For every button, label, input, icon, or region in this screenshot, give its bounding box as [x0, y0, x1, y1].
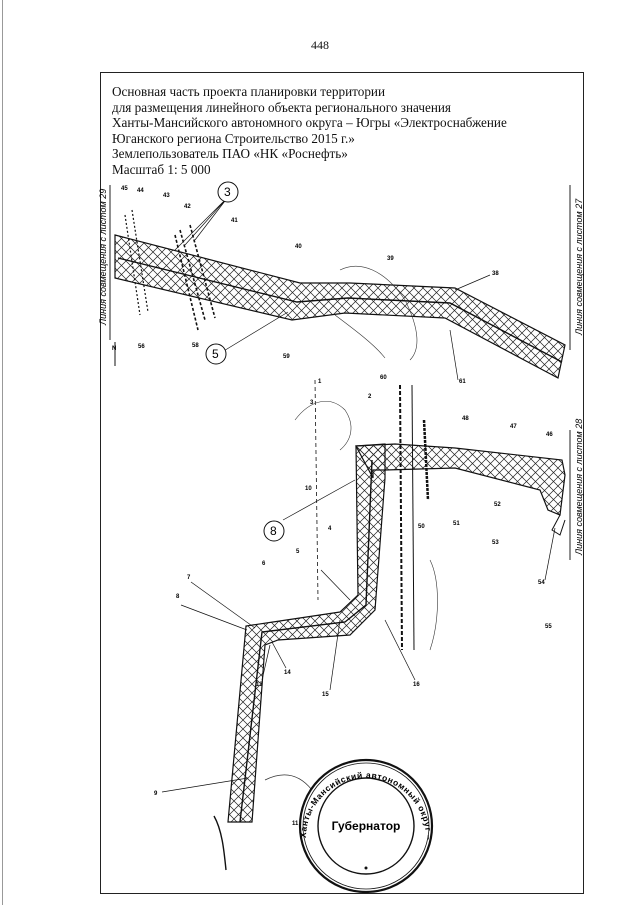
title-line-1: Основная часть проекта планировки террит…	[112, 84, 386, 99]
upper-axis-line	[117, 257, 563, 363]
point-52: 52	[494, 502, 501, 508]
road-vertical-2	[411, 384, 415, 651]
title-line-5: Землепользователь ПАО «НК «Роснефть»	[112, 146, 348, 162]
point-1: 1	[318, 379, 322, 385]
point-7: 7	[187, 575, 191, 581]
point-39: 39	[387, 256, 394, 262]
match-label-29: Линия совмещения с листом 29	[98, 189, 108, 326]
point-40: 40	[295, 244, 302, 250]
callout-8: 8	[270, 524, 277, 538]
seal-center-text: Губернатор	[332, 819, 401, 833]
callout-circle-8	[263, 520, 285, 542]
corridor-end-wedge	[551, 514, 566, 536]
point-61: 61	[459, 379, 466, 385]
point-60: 60	[380, 375, 387, 381]
point-45: 45	[121, 186, 128, 192]
point-2: 2	[368, 394, 372, 400]
point-11: 11	[292, 821, 299, 827]
contour-2	[294, 401, 352, 451]
title-block: Основная часть проекта планировки террит…	[112, 84, 532, 178]
contour-60	[334, 314, 386, 359]
upper-corridor	[114, 234, 566, 379]
upper-left-bands	[124, 209, 149, 316]
title-line-4: Юганского региона Строительство 2015 г.»	[112, 130, 355, 146]
point-13: 13	[256, 682, 263, 688]
lower-corridor-left	[227, 443, 386, 823]
point-16: 16	[413, 682, 420, 688]
point-4: 4	[328, 526, 332, 532]
road-vertical-1	[399, 384, 403, 651]
seal-ring-text: Ханты-Мансийский автономный округ – Югра	[0, 0, 433, 840]
page-number: 448	[311, 38, 329, 52]
point-46: 46	[546, 432, 553, 438]
callout-5: 5	[212, 347, 219, 361]
point-51: 51	[453, 521, 460, 527]
point-53: 53	[492, 540, 499, 546]
point-38: 38	[492, 271, 499, 277]
point-43: 43	[163, 193, 170, 199]
point-48: 48	[462, 416, 469, 422]
point-58: 58	[192, 343, 199, 349]
point-54: 54	[538, 580, 545, 586]
point-9: 9	[154, 791, 158, 797]
point-3: 3	[310, 400, 314, 406]
point-55: 55	[545, 624, 552, 630]
leader-lines	[161, 196, 556, 793]
dashed-boundary	[314, 379, 319, 601]
callout-3: 3	[224, 185, 231, 199]
upper-hatched-bands	[174, 224, 216, 331]
bottom-curve	[213, 815, 227, 871]
lower-axis-line	[239, 459, 373, 823]
point-15: 15	[322, 692, 329, 698]
point-42: 42	[184, 204, 191, 210]
match-label-27: Линия совмещения с листом 27	[574, 198, 584, 336]
point-labels: 45 44 43 42 41 40 39 38 56 58 59 60 61 1…	[121, 186, 553, 838]
title-line-2: для размещения линейного объекта региона…	[112, 99, 451, 115]
road-hatched	[422, 419, 430, 501]
point-50: 50	[418, 524, 425, 530]
point-8: 8	[176, 594, 180, 600]
point-47: 47	[510, 424, 517, 430]
match-label-28: Линия совмещения с листом 28	[574, 419, 584, 556]
scan-edge	[2, 0, 3, 905]
point-44: 44	[137, 188, 144, 194]
callout-circle-5	[205, 343, 227, 365]
north-label: N	[112, 346, 116, 352]
point-5: 5	[296, 549, 300, 555]
contour-bottom	[264, 774, 313, 791]
contour-right	[429, 559, 438, 651]
callout-circle-3	[217, 181, 239, 203]
point-14: 14	[284, 670, 291, 676]
title-line-3: Ханты-Мансийского автономного округа – Ю…	[112, 115, 507, 131]
point-41: 41	[231, 218, 238, 224]
point-59: 59	[283, 354, 290, 360]
contour-39	[339, 266, 418, 361]
title-line-6: Масштаб 1: 5 000	[112, 161, 211, 177]
point-56: 56	[138, 344, 145, 350]
point-10: 10	[305, 486, 312, 492]
point-6: 6	[262, 561, 266, 567]
lower-corridor-right	[355, 443, 566, 516]
map-frame	[100, 72, 584, 894]
